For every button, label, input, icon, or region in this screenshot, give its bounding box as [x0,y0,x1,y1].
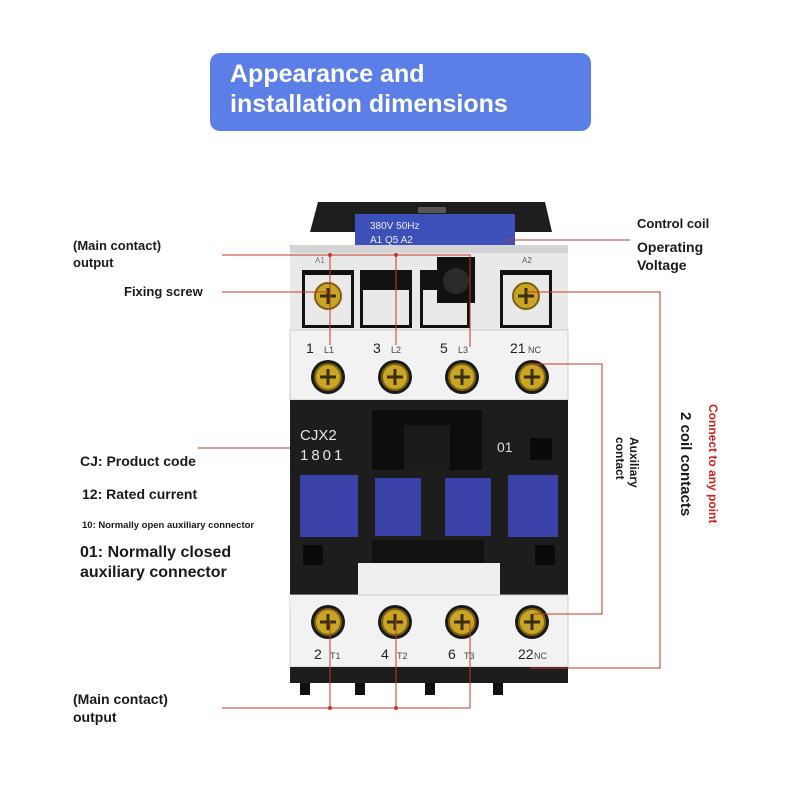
top-terminal-sub: L3 [458,345,468,355]
bottom-terminal-sub: T2 [397,651,408,661]
nameplate-line-1: 380V 50Hz [370,221,419,232]
a1-mark: A1 [315,256,325,265]
top-terminal-number: 21 [510,340,526,356]
title-line-2: installation dimensions [230,90,508,118]
connect-any-label: Connect to any point [706,404,720,524]
top-terminal-sub: NC [528,345,541,355]
a2-mark: A2 [522,256,532,265]
top-terminal-screw [515,360,549,394]
nc-aux-line-2: auxiliary connector [80,564,227,581]
model-line-2: 1801 [300,447,345,464]
nc-aux-label: 01: Normally closed auxiliary connector [80,543,231,583]
operating-voltage-line-2: Voltage [637,257,687,273]
bottom-terminal-number: 2 [314,646,322,662]
bottom-terminal-screw [445,605,479,639]
aux-code: 01 [497,439,513,455]
nc-aux-line-1: 01: Normally closed [80,544,232,561]
blue-button-3 [445,478,491,536]
top-terminal-number: 5 [440,340,448,356]
main-output-top-line-1: (Main contact) [73,238,162,253]
bottom-terminal-number: 22 [518,646,534,662]
main-output-bottom-line-1: (Main contact) [73,691,168,707]
top-terminal-sub: L1 [324,345,334,355]
blue-button-4 [508,475,558,537]
rated-current-label: 12: Rated current [82,486,198,502]
bottom-terminal-sub: T1 [330,651,341,661]
nameplate [355,214,515,248]
top-terminal-screw [445,360,479,394]
title-line-1: Appearance and [230,60,425,88]
bottom-terminal-number: 4 [381,646,389,662]
main-output-top-label: (Main contact) output [73,237,161,271]
main-output-top-line-2: output [73,255,114,270]
aux-contact-line-2: contact [613,437,627,480]
callout-lines [198,239,661,709]
aux-contact-line-1: Auxiliary [627,437,641,488]
top-terminal-number: 1 [306,340,314,356]
nameplate-line-2: A1 Q5 A2 [370,235,413,246]
title-banner: Appearance and installation dimensions [210,53,591,131]
fixing-screw-label: Fixing screw [124,284,203,299]
bottom-terminal-screw [515,605,549,639]
blue-button-1 [300,475,358,537]
bottom-terminal-screw [311,605,345,639]
aux-contact-label: Auxiliary contact [613,437,641,488]
top-terminal-sub: L2 [391,345,401,355]
control-coil-label: Control coil [637,216,710,231]
top-terminal-screw [311,360,345,394]
model-line-1: CJX2 [300,427,337,444]
operating-voltage-line-1: Operating [637,239,704,255]
product-code-label: CJ: Product code [80,453,196,469]
blue-button-2 [375,478,421,536]
bottom-terminal-number: 6 [448,646,456,662]
top-terminal-screw [378,360,412,394]
main-output-bottom-label: (Main contact) output [73,690,168,726]
no-aux-label: 10: Normally open auxiliary connector [82,520,255,531]
main-output-bottom-line-2: output [73,709,117,725]
bottom-terminal-sub: NC [534,651,547,661]
coil-contacts-label: 2 coil contacts [677,412,694,517]
bottom-terminal-screw [378,605,412,639]
top-terminal-number: 3 [373,340,381,356]
operating-voltage-label: Operating Voltage [637,238,703,274]
bottom-terminal-sub: T3 [464,651,475,661]
